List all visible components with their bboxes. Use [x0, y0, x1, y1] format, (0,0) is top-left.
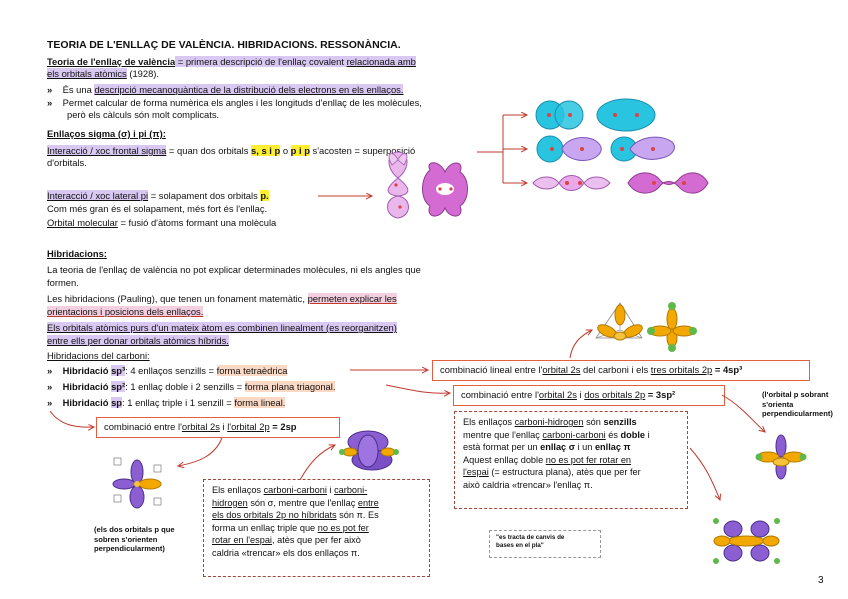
sp3-tetrahedral-icon — [595, 302, 643, 341]
sp2-img2-arrow — [689, 447, 720, 500]
intro-line-2: els orbitals atòmics (1928). — [47, 68, 160, 79]
ethyne-orbital-icon — [339, 430, 399, 471]
lateral-line: Interacció / xoc lateral pi = solapament… — [47, 190, 269, 201]
p-p-molecular-icon — [627, 172, 709, 194]
s-p-overlap-icon — [536, 135, 602, 163]
sp2-box: combinació entre l'orbital 2s i dos orbi… — [453, 385, 725, 406]
om-line: Orbital molecular = fusió d'àtoms forman… — [47, 217, 277, 228]
intro-line-1: Teoria de l'enllaç de valència = primera… — [47, 56, 416, 67]
sp3-box: combinació lineal entre l'orbital 2s del… — [432, 360, 810, 381]
pi-bond-icon — [422, 162, 468, 217]
frontal-line: Interacció / xoc frontal sigma = quan do… — [47, 145, 416, 156]
hybrid-p1-l1: La teoria de l'enllaç de valència no pot… — [47, 264, 421, 275]
hybrid-item-sp2: » Hibridació sp²: 1 enllaç doble i 2 sen… — [47, 381, 336, 392]
sp-arrow — [49, 410, 94, 427]
sp3-img-arrow — [569, 330, 592, 359]
bullet-1: » És una descripció mecanoquàntica de la… — [47, 84, 404, 95]
sp-explanation: Els enllaços carboni-carboni i carboni- … — [203, 479, 430, 577]
page-number: 3 — [818, 575, 824, 586]
ethene-orbital-icon — [713, 518, 780, 564]
hybrid-item-sp3: » Hibridació sp³: 4 enllaços senzills = … — [47, 365, 288, 376]
sigma-pi-heading: Enllaços sigma (σ) i pi (π): — [47, 128, 166, 139]
sp2-arrow — [385, 384, 450, 393]
hybrid-p2-l2: orientacions i posicions dels enllaços. — [47, 306, 204, 317]
p-p-overlap-icon — [532, 175, 611, 191]
sp-img2-arrow — [299, 445, 335, 481]
hybrid-item-sp: » Hibridació sp: 1 enllaç triple i 1 sen… — [47, 397, 286, 408]
frontal-line-2: d'orbitals. — [47, 157, 87, 168]
sp-orbital-icon — [112, 457, 162, 509]
hybrid-heading: Hibridacions: — [47, 248, 107, 259]
pi-lateral-overlap-icon — [387, 151, 409, 219]
bullet-2: » Permet calcular de forma numèrica els … — [47, 97, 422, 108]
hybrid-p3-l1: Els orbitals atòmics purs d'un mateix àt… — [47, 322, 397, 333]
sp2-explanation: Els enllaços carboni-hidrogen són senzil… — [454, 411, 688, 509]
hybrid-p1-l2: formen. — [47, 277, 79, 288]
hybrid-p2-l1: Les hibridacions (Pauling), que tenen un… — [47, 293, 397, 304]
sp-img-arrow — [178, 437, 223, 466]
sp2-img-arrow — [721, 394, 765, 432]
overlap-line: Com més gran és el solapament, més fort … — [47, 203, 268, 214]
s-p-molecular-icon — [610, 136, 675, 162]
s-s-overlap-icon — [535, 100, 584, 130]
sp2-orbital-icon — [755, 434, 807, 480]
bullet-2-cont: però els càlculs són molt complicats. — [67, 109, 220, 120]
page-title: TEORIA DE L'ENLLAÇ DE VALÈNCIA. HIBRIDAC… — [47, 39, 401, 51]
sigma-branch-arrows — [477, 115, 527, 183]
carbon-heading: Hibridacions del carboni: — [47, 350, 150, 361]
methane-orbital-icon — [647, 302, 697, 352]
hybrid-p3-l2: entre ells per donar orbitals atòmics hí… — [47, 335, 229, 346]
right-note: (l'orbital p sobrant s'orienta perpendic… — [762, 390, 833, 418]
left-note: (els dos orbitals p que sobren s'oriente… — [94, 525, 175, 553]
bases-note-box: "es tracta de canvis de bases en el pla" — [489, 530, 601, 558]
s-s-molecular-icon — [596, 98, 656, 132]
sp-box: combinació entre l'orbital 2s i l'orbita… — [96, 417, 340, 438]
